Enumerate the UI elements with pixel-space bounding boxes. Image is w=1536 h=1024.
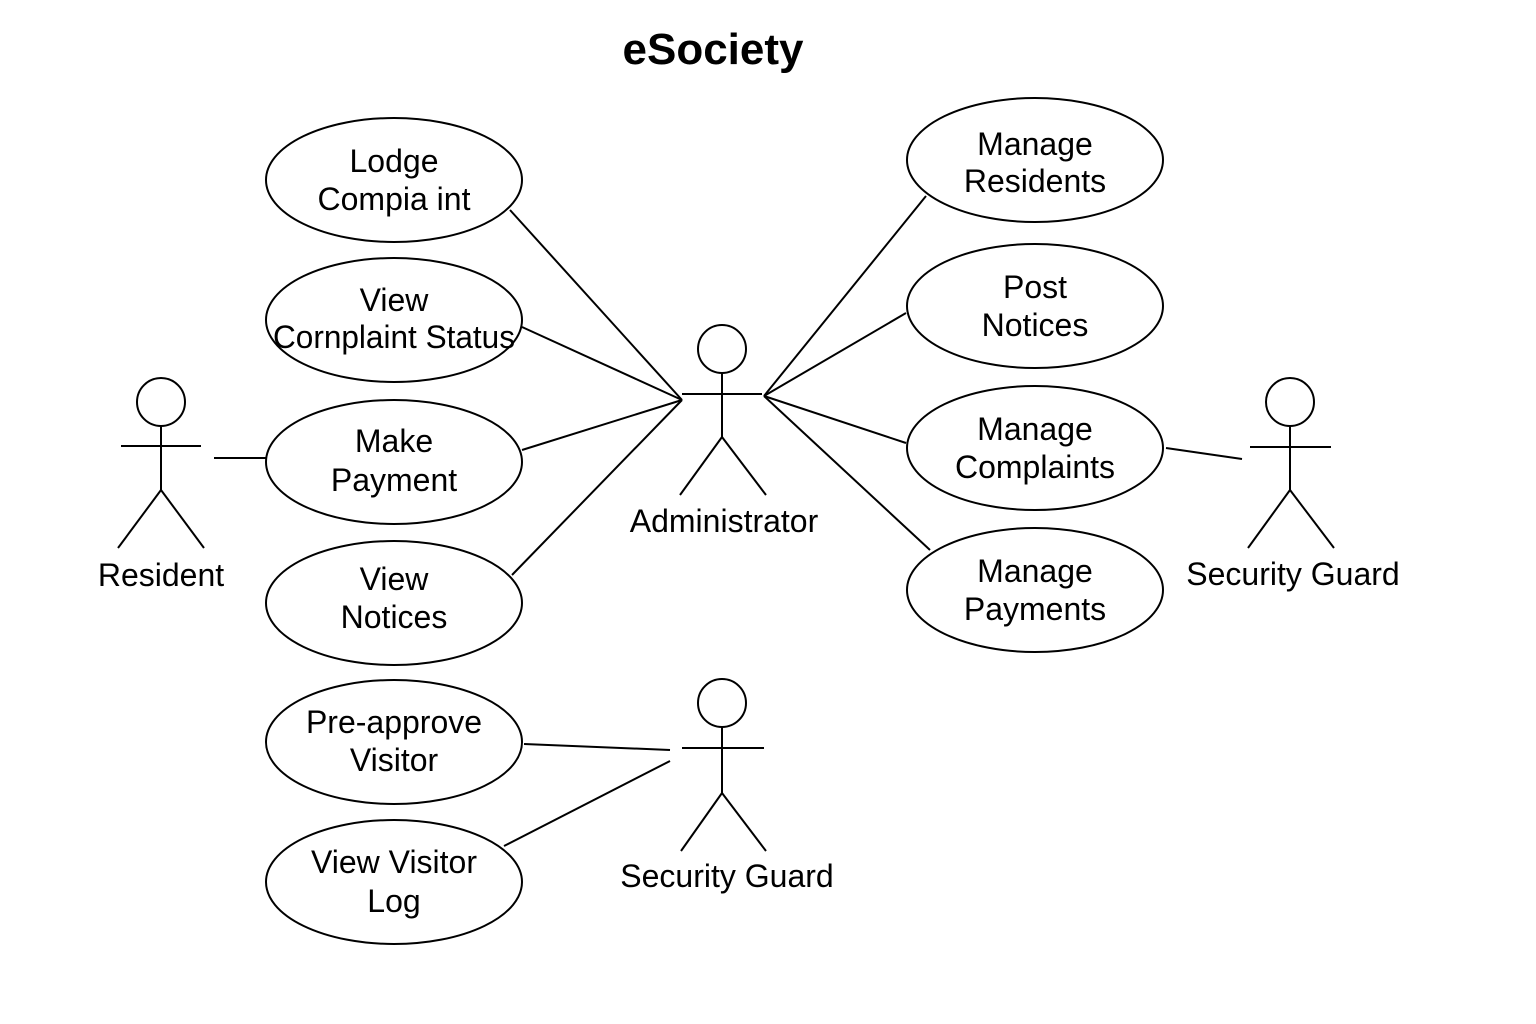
use-case-ellipse xyxy=(265,819,523,945)
actor-administrator: Administrator xyxy=(630,324,819,539)
actor-resident: Resident xyxy=(98,377,224,593)
use-case-ellipse xyxy=(906,243,1164,369)
use-case-label-line-2: Notices xyxy=(982,307,1089,343)
assoc-manage-complaints-security-guard xyxy=(1165,447,1243,460)
assoc-view-notices-admin xyxy=(511,399,683,576)
actor-label: Security Guard xyxy=(1186,556,1399,592)
use-case-label-line-1: View Visitor xyxy=(311,844,477,880)
actor-head xyxy=(136,377,186,427)
actor-label: Resident xyxy=(98,557,224,593)
use-case-label-line-2: Payment xyxy=(331,462,457,498)
use-case-manage-payments: Manage Payments xyxy=(906,527,1164,653)
use-case-view-visitor-log: View Visitor Log xyxy=(265,819,523,945)
use-case-pre-approve-visitor: Pre-approve Visitor xyxy=(265,679,523,805)
use-case-label-line-1: Lodge xyxy=(350,143,439,179)
use-case-label-line-2: Visitor xyxy=(350,742,439,778)
use-case-label-line-1: Pre-approve xyxy=(306,704,482,740)
use-case-ellipse xyxy=(265,540,523,666)
use-case-ellipse xyxy=(265,679,523,805)
use-case-label-line-1: Manage xyxy=(977,411,1093,447)
actor-head xyxy=(697,678,747,728)
use-case-label-line-2: Compia int xyxy=(318,181,471,217)
use-case-manage-complaints: Manage Complaints xyxy=(906,385,1164,511)
actor-right-leg xyxy=(1289,489,1335,549)
actor-left-leg xyxy=(679,436,723,496)
use-case-label-line-2: Cornplaint Status xyxy=(273,319,515,355)
use-case-label-line-1: View xyxy=(360,282,430,318)
use-case-ellipse xyxy=(265,399,523,525)
actor-right-leg xyxy=(721,436,767,496)
use-case-label-line-1: Manage xyxy=(977,126,1093,162)
actor-head xyxy=(697,324,747,374)
use-case-label-line-1: Manage xyxy=(977,553,1093,589)
use-case-post-notices: Post Notices xyxy=(906,243,1164,369)
use-case-label-line-2: Payments xyxy=(964,591,1106,627)
use-case-ellipse xyxy=(906,385,1164,511)
actor-left-leg xyxy=(1247,489,1291,549)
assoc-admin-manage-residents xyxy=(763,195,927,397)
assoc-pre-approve-visitor-security-guard xyxy=(523,743,671,751)
use-case-ellipse xyxy=(265,257,523,383)
use-case-label-line-1: View xyxy=(360,561,430,597)
use-case-view-notices: View Notices xyxy=(265,540,523,666)
actor-left-leg xyxy=(680,792,723,852)
use-case-ellipse xyxy=(265,117,523,243)
use-case-ellipse xyxy=(906,527,1164,653)
use-case-label-line-2: Notices xyxy=(341,599,448,635)
assoc-make-payment-admin xyxy=(521,399,683,451)
actor-security-guard-right: Security Guard xyxy=(1186,377,1400,592)
actor-label: Administrator xyxy=(630,503,819,539)
actor-label: Security Guard xyxy=(620,858,833,894)
actor-head xyxy=(1265,377,1315,427)
actor-security-guard-bottom: Security Guard xyxy=(620,678,834,894)
assoc-lodge-complaint-admin xyxy=(509,209,683,401)
actor-right-leg xyxy=(721,792,767,852)
assoc-view-visitor-log-security-guard xyxy=(503,760,671,847)
assoc-admin-manage-payments xyxy=(763,395,931,551)
use-case-manage-residents: Manage Residents xyxy=(906,97,1164,223)
use-case-lodge-complaint: Lodge Compia int xyxy=(265,117,523,243)
use-case-ellipse xyxy=(906,97,1164,223)
actor-right-leg xyxy=(160,489,205,549)
assoc-admin-manage-complaints xyxy=(763,395,907,444)
use-case-label-line-1: Make xyxy=(355,423,433,459)
actor-left-leg xyxy=(117,489,162,549)
assoc-admin-post-notices xyxy=(763,312,907,397)
associations xyxy=(214,195,1243,847)
use-case-view-complaint-status: View Cornplaint Status xyxy=(265,257,523,383)
use-case-make-payment: Make Payment xyxy=(265,399,523,525)
diagram-title: eSociety xyxy=(623,25,805,74)
assoc-view-complaint-status-admin xyxy=(521,326,683,401)
use-case-label-line-2: Log xyxy=(367,883,420,919)
use-case-label-line-1: Post xyxy=(1003,269,1067,305)
use-case-label-line-2: Complaints xyxy=(955,449,1115,485)
use-case-label-line-2: Residents xyxy=(964,163,1106,199)
